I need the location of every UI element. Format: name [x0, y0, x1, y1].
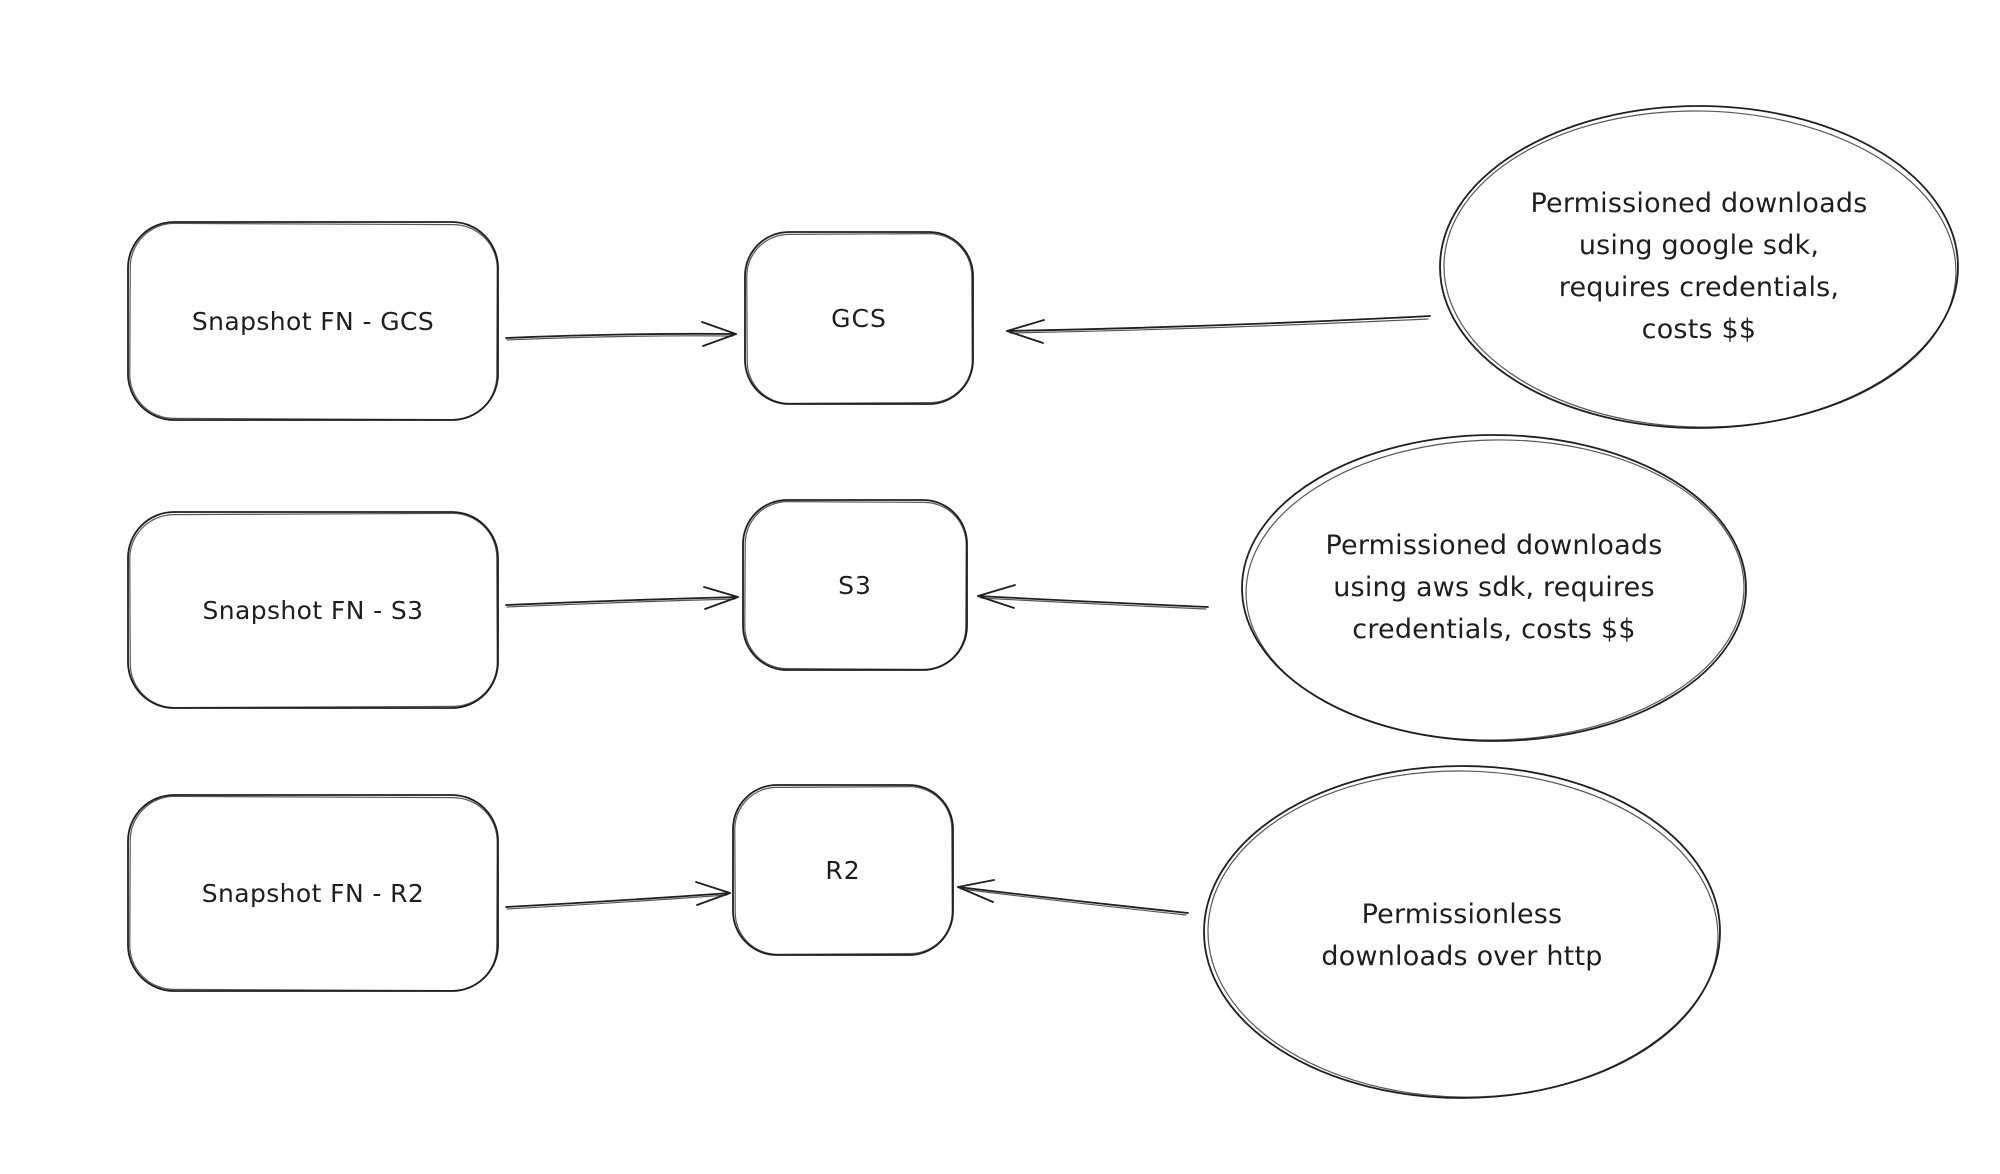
note-ellipse-s3-outline-2: [1245, 439, 1745, 741]
arrow-head: [977, 584, 1016, 609]
note-ellipse-gcs: [1439, 105, 1959, 429]
target-box-gcs: [744, 231, 974, 405]
source-box-snapshot-fn-r2: [127, 794, 499, 992]
source-box-snapshot-fn-gcs-outline: [127, 221, 499, 421]
source-box-snapshot-fn-s3-outline: [127, 511, 499, 709]
arrow-note-to-s3: [977, 584, 1209, 610]
arrow-shaft: [505, 892, 731, 908]
note-ellipse-s3: [1241, 434, 1747, 742]
arrow-head: [957, 879, 995, 903]
arrow-shaft: [957, 886, 1189, 914]
arrow-shaft-2: [506, 894, 728, 910]
arrow-shaft: [505, 332, 737, 339]
arrow-note-to-r2: [957, 879, 1189, 916]
note-ellipse-gcs-outline-2: [1443, 110, 1957, 428]
arrow-head: [695, 881, 731, 906]
arrow-snapshot-fn-gcs-to-gcs: [505, 321, 737, 347]
arrow-shaft: [1006, 315, 1431, 332]
source-box-snapshot-fn-s3: [127, 511, 499, 709]
target-box-gcs-outline-2: [746, 233, 973, 404]
target-box-r2: [732, 784, 954, 956]
note-ellipse-r2: [1203, 765, 1721, 1099]
arrow-head: [701, 321, 737, 347]
target-box-gcs-outline: [744, 231, 974, 405]
source-box-snapshot-fn-gcs: [127, 221, 499, 421]
row-r2: [127, 765, 1721, 1099]
source-box-snapshot-fn-r2-outline-2: [129, 795, 498, 992]
arrow-note-to-gcs: [1006, 315, 1431, 344]
note-ellipse-r2-outline: [1203, 765, 1721, 1099]
row-gcs: [127, 105, 1959, 429]
arrow-shaft-2: [506, 598, 736, 608]
arrow-head: [703, 586, 739, 610]
note-ellipse-r2-outline-2: [1207, 770, 1719, 1098]
target-box-s3: [742, 499, 968, 671]
note-ellipse-gcs-outline: [1439, 105, 1959, 429]
arrow-shaft-2: [506, 335, 734, 341]
target-box-r2-outline-2: [734, 786, 953, 955]
arrow-shaft-2: [980, 597, 1207, 610]
row-s3: [127, 434, 1747, 742]
arrow-head: [1006, 319, 1045, 344]
target-box-s3-outline: [742, 499, 968, 671]
target-box-r2-outline: [732, 784, 954, 956]
arrow-shaft: [505, 596, 739, 606]
source-box-snapshot-fn-gcs-outline-2: [129, 222, 498, 421]
arrow-shaft: [977, 595, 1209, 608]
arrow-snapshot-fn-s3-to-s3: [505, 586, 739, 610]
source-box-snapshot-fn-s3-outline-2: [129, 512, 498, 709]
note-ellipse-s3-outline: [1241, 434, 1747, 742]
target-box-s3-outline-2: [744, 501, 967, 670]
arrow-snapshot-fn-r2-to-r2: [505, 881, 731, 910]
arrow-shaft-2: [1009, 318, 1429, 334]
source-box-snapshot-fn-r2-outline: [127, 794, 499, 992]
arrow-shaft-2: [960, 888, 1187, 916]
